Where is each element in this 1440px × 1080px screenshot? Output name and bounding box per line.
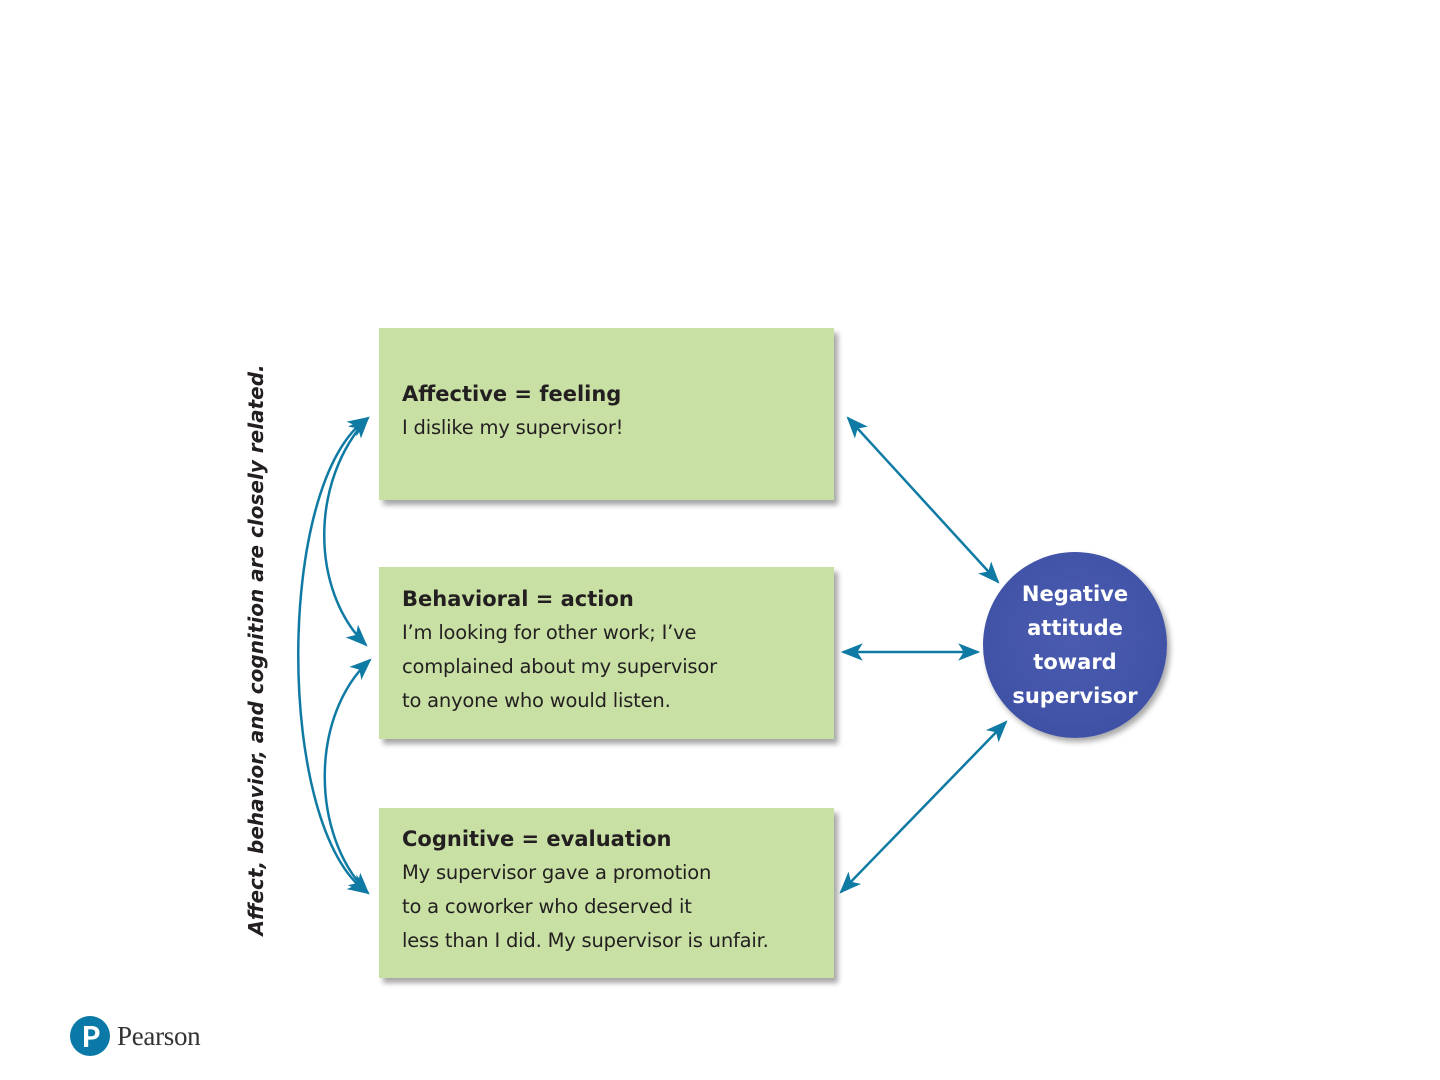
cognitive-box: Cognitive = evaluation My supervisor gav… [379,808,834,978]
cognitive-text-line: to a coworker who deserved it [402,895,692,918]
affective-box: Affective = feeling I dislike my supervi… [379,328,834,500]
attitude-text-line: attitude [1027,616,1123,640]
arrow-affective-cognitive [297,416,370,895]
pearson-logo: Pearson [70,1013,201,1059]
affective-text-line: I dislike my supervisor! [402,416,624,439]
pearson-logo-icon [70,1016,110,1056]
affective-title: Affective = feeling [402,382,622,406]
attitude-text-line: supervisor [1012,684,1138,708]
behavioral-text-line: to anyone who would listen. [402,689,671,712]
behavioral-text-line: complained about my supervisor [402,655,717,678]
cognitive-text-line: My supervisor gave a promotion [402,861,712,884]
pearson-logo-text: Pearson [117,1020,201,1051]
behavioral-box: Behavioral = action I’m looking for othe… [379,567,834,739]
attitude-circle: Negative attitude toward supervisor [983,552,1167,738]
arrow-affective-attitude [846,416,1000,584]
behavioral-title: Behavioral = action [402,587,634,611]
cognitive-text-line: less than I did. My supervisor is unfair… [402,929,769,952]
attitude-text-line: Negative [1021,582,1129,606]
arrow-cognitive-attitude [839,720,1008,894]
arrow-behavioral-cognitive [323,658,372,895]
cognitive-title: Cognitive = evaluation [402,827,672,851]
arrow-affective-behavioral [323,416,370,647]
side-label-text: Affect, behavior, and cognition are clos… [244,364,268,936]
behavioral-text-line: I’m looking for other work; I’ve [402,621,697,644]
attitude-text-line: toward [1033,650,1117,674]
